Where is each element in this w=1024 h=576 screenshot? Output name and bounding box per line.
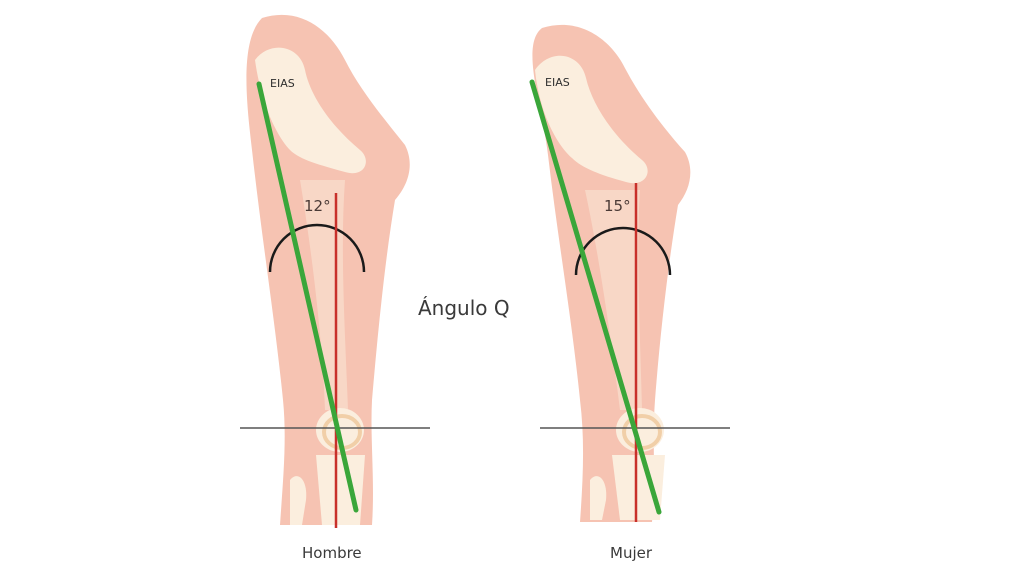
angle-arc-hombre: [268, 223, 366, 273]
q-line-hombre: [256, 81, 359, 513]
landmark-label-mujer: EIAS: [545, 76, 570, 89]
leg-mujer: [532, 24, 691, 522]
diagram-title: Ángulo Q: [418, 296, 510, 320]
landmark-label-hombre: EIAS: [270, 77, 295, 90]
leg-hombre: [246, 14, 410, 525]
caption-hombre: Hombre: [302, 544, 362, 562]
angle-label-hombre: 12°: [304, 197, 331, 215]
q-line-mujer: [529, 79, 662, 515]
angle-label-mujer: 15°: [604, 197, 631, 215]
caption-mujer: Mujer: [610, 544, 653, 562]
